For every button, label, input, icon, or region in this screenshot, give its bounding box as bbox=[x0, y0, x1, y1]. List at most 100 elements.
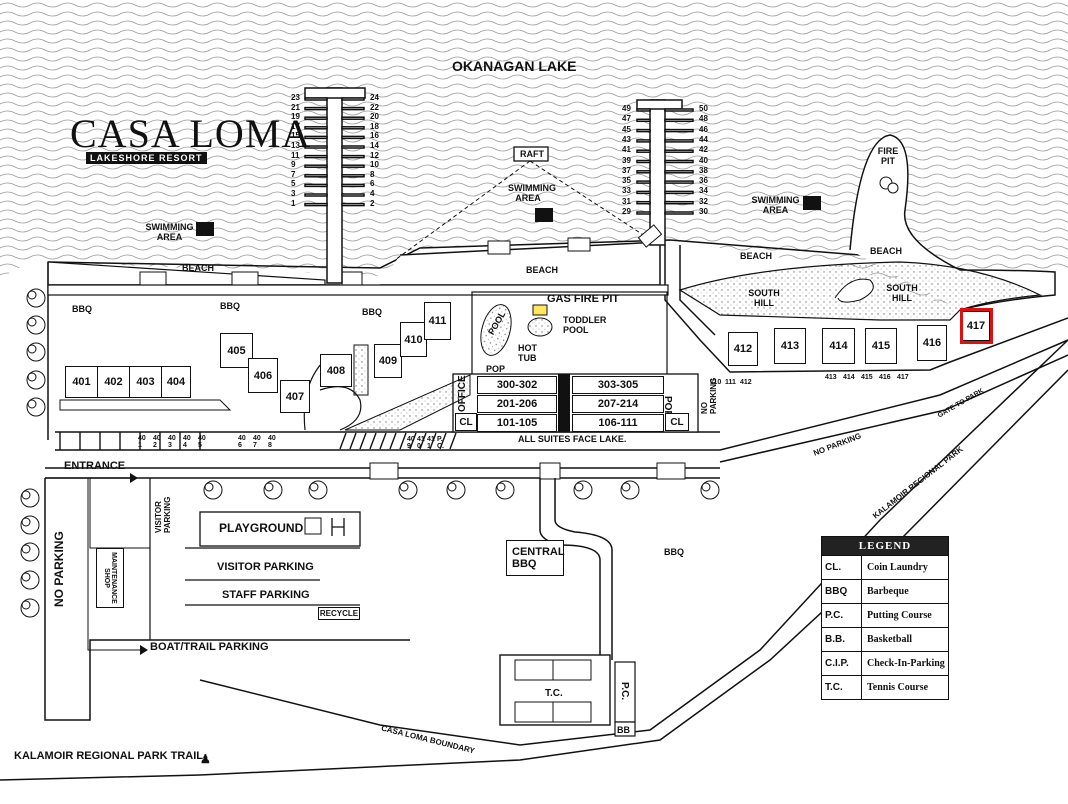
parking-stall-line bbox=[449, 432, 457, 450]
stall-408: 408 bbox=[268, 435, 276, 449]
unit-416[interactable]: 416 bbox=[917, 325, 947, 361]
cl-box-right: CL bbox=[665, 413, 689, 431]
dock-finger bbox=[664, 170, 694, 174]
tree-detail bbox=[21, 600, 31, 610]
dock-slip-23: 23 bbox=[291, 93, 300, 102]
stall4-415: 415 bbox=[861, 374, 873, 381]
pc-label: P.C. bbox=[619, 682, 630, 701]
legend-abbr: P.C. bbox=[822, 604, 862, 627]
parking-stall-line bbox=[409, 432, 417, 450]
dock-finger bbox=[304, 106, 328, 111]
stall-406: 406 bbox=[238, 435, 246, 449]
dock-slip-15: 15 bbox=[291, 131, 300, 141]
unit-408[interactable]: 408 bbox=[320, 354, 352, 387]
unit-412[interactable]: 412 bbox=[728, 332, 758, 366]
legend-row: P.C. Putting Course bbox=[822, 603, 948, 627]
dock-finger bbox=[636, 159, 651, 164]
dock-slip-45: 45 bbox=[622, 124, 631, 134]
unit-406[interactable]: 406 bbox=[248, 358, 278, 393]
beach-right-label: BEACH bbox=[740, 251, 773, 261]
dock-slip-16: 16 bbox=[370, 131, 379, 141]
unit-409[interactable]: 409 bbox=[374, 344, 402, 378]
tree-detail bbox=[309, 482, 319, 492]
maintenance-shop: MAINTENANCE SHOP bbox=[96, 548, 124, 608]
lake-name: OKANAGAN LAKE bbox=[452, 58, 577, 74]
unit-410[interactable]: 410 bbox=[400, 322, 427, 357]
road-park bbox=[719, 339, 1068, 451]
stall2-410: 410 bbox=[417, 436, 425, 450]
dock-finger bbox=[341, 183, 365, 188]
dock-finger bbox=[304, 164, 328, 168]
dock-slip-5: 5 bbox=[291, 179, 296, 189]
dock-slip-6: 6 bbox=[370, 179, 375, 189]
fire-pit-label: FIRE PIT bbox=[877, 146, 899, 166]
unit-402[interactable]: 402 bbox=[97, 366, 130, 398]
dock-finger bbox=[304, 193, 328, 197]
dock-finger bbox=[341, 106, 365, 111]
dock-finger bbox=[304, 145, 328, 149]
parking-stall-line bbox=[389, 432, 397, 450]
dock-left bbox=[304, 87, 366, 284]
suite-106-111[interactable]: 106-111 bbox=[572, 414, 664, 432]
dock-slip-47: 47 bbox=[622, 114, 631, 124]
legend-desc: Putting Course bbox=[867, 610, 932, 621]
suite-201-206[interactable]: 201-206 bbox=[477, 395, 557, 413]
unit-411[interactable]: 411 bbox=[424, 302, 451, 340]
unit-407[interactable]: 407 bbox=[280, 380, 310, 413]
swimming-area-left: SWIMMING AREA bbox=[145, 222, 194, 242]
dock-slip-11: 11 bbox=[291, 150, 300, 160]
dock-slip-36: 36 bbox=[699, 176, 708, 186]
stall2-409: 409 bbox=[407, 436, 415, 450]
unit-401[interactable]: 401 bbox=[65, 366, 98, 398]
bbq-label-1: BBQ bbox=[72, 304, 92, 314]
legend-abbr: BBQ bbox=[822, 580, 862, 603]
suite-300-302[interactable]: 300-302 bbox=[477, 376, 557, 394]
unit-414[interactable]: 414 bbox=[822, 328, 855, 364]
unit-405[interactable]: 405 bbox=[220, 333, 253, 368]
legend-row: CL.Coin Laundry bbox=[822, 555, 948, 579]
dock-finger bbox=[304, 116, 328, 120]
unit-413[interactable]: 413 bbox=[774, 328, 806, 364]
legend-abbr: T.C. bbox=[822, 676, 862, 699]
stall2-411: 411 bbox=[427, 436, 435, 450]
central-bbq-label: CENTRAL BBQ bbox=[512, 546, 565, 570]
swimming-area-right: SWIMMING AREA bbox=[751, 195, 800, 215]
dock-slip-39: 39 bbox=[622, 155, 631, 165]
suite-303-305[interactable]: 303-305 bbox=[572, 376, 664, 394]
maintenance-shop-label: MAINTENANCE SHOP bbox=[103, 552, 118, 604]
tree-detail bbox=[701, 482, 711, 492]
tree-detail bbox=[27, 344, 37, 354]
dock-slip-31: 31 bbox=[622, 196, 631, 206]
dock-slip-35: 35 bbox=[622, 176, 631, 186]
dock-finger bbox=[664, 108, 694, 112]
tree-detail bbox=[21, 544, 31, 554]
stall3-412: 412 bbox=[740, 379, 752, 386]
dock-finger bbox=[664, 139, 694, 143]
hot-tub-label: HOT TUB bbox=[518, 343, 537, 363]
dock-finger bbox=[304, 97, 328, 101]
dock-slip-50: 50 bbox=[699, 104, 708, 113]
dock-slip-46: 46 bbox=[699, 124, 708, 134]
unit-415[interactable]: 415 bbox=[865, 328, 897, 364]
dock-slip-21: 21 bbox=[291, 102, 300, 112]
unit-417[interactable]: 417 bbox=[962, 311, 990, 341]
dock-finger bbox=[664, 118, 694, 123]
unit-403[interactable]: 403 bbox=[129, 366, 162, 398]
no-parking-label-2: NO PARKING bbox=[52, 531, 66, 607]
suite-101-105[interactable]: 101-105 bbox=[477, 414, 557, 432]
tree-detail bbox=[399, 482, 409, 492]
suite-207-214[interactable]: 207-214 bbox=[572, 395, 664, 413]
legend-desc: Barbeque bbox=[867, 586, 909, 597]
unit-404[interactable]: 404 bbox=[161, 366, 191, 398]
central-bbq[interactable]: CENTRAL BBQ bbox=[506, 540, 564, 576]
toddler-pool-label: TODDLER POOL bbox=[563, 315, 607, 335]
dock-slip-20: 20 bbox=[370, 112, 379, 122]
dock-finger bbox=[304, 174, 328, 178]
stall-404: 404 bbox=[183, 435, 191, 449]
visitor-parking-label: VISITOR PARKING bbox=[217, 561, 314, 573]
dock-slip-19: 19 bbox=[291, 112, 300, 122]
stall3-111: 111 bbox=[725, 379, 736, 386]
dock-slip-24: 24 bbox=[370, 93, 379, 102]
stall3-110: 110 bbox=[710, 379, 722, 386]
south-hill-left: SOUTH HILL bbox=[748, 288, 780, 308]
